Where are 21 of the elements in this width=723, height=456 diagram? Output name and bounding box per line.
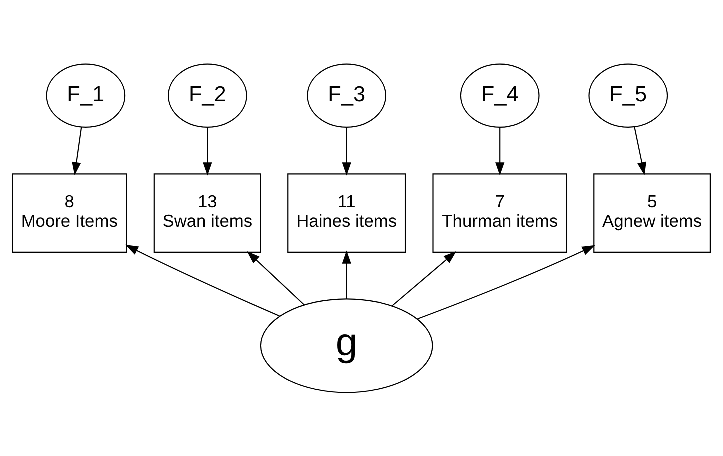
arrow: [72, 126, 82, 175]
node-ellipse: F_3: [307, 63, 386, 128]
arrow: [342, 127, 352, 176]
arrow: [418, 244, 596, 320]
node-box: 11 Haines items: [288, 173, 406, 252]
arrow: [392, 250, 457, 306]
node-box: 8 Moore Items: [12, 173, 128, 252]
node-box: 13 Swan items: [154, 173, 262, 252]
arrow: [342, 250, 352, 299]
node-box: 7 Thurman items: [432, 173, 568, 252]
arrow: [634, 126, 646, 175]
arrow: [496, 127, 505, 176]
arrow: [247, 250, 305, 305]
arrow: [125, 244, 280, 316]
arrow: [203, 127, 212, 176]
node-ellipse: F_1: [46, 63, 126, 128]
node-ellipse: F_2: [168, 63, 248, 128]
node-ellipse: F_5: [588, 63, 668, 128]
node-ellipse: g: [260, 298, 434, 393]
node-ellipse: F_4: [460, 63, 540, 128]
node-box: 5 Agnew items: [594, 173, 711, 252]
